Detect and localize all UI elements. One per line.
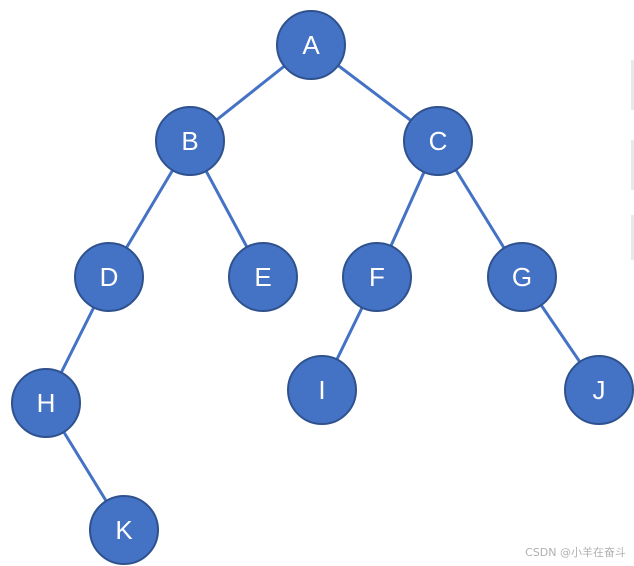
node-label: K xyxy=(115,515,133,545)
node-label: I xyxy=(318,375,325,405)
node-label: J xyxy=(593,375,606,405)
node-d: D xyxy=(74,242,144,312)
right-edge-artifact xyxy=(631,140,634,190)
node-c: C xyxy=(403,106,473,176)
right-edge-artifact xyxy=(631,215,634,260)
node-label: E xyxy=(254,262,271,292)
node-h: H xyxy=(11,368,81,438)
node-circle xyxy=(74,242,144,312)
node-b: B xyxy=(155,106,225,176)
node-label: D xyxy=(100,262,119,292)
node-j: J xyxy=(564,355,634,425)
node-k: K xyxy=(89,495,159,565)
node-f: F xyxy=(342,242,412,312)
node-e: E xyxy=(228,242,298,312)
node-circle xyxy=(287,355,357,425)
node-label: C xyxy=(429,126,448,156)
watermark: CSDN @小羊在奋斗 xyxy=(525,546,626,559)
node-circle xyxy=(228,242,298,312)
node-a: A xyxy=(276,10,346,80)
node-label: G xyxy=(512,262,532,292)
tree-nodes: A B C D E F G H I J K xyxy=(11,10,634,565)
node-label: H xyxy=(37,388,56,418)
node-circle xyxy=(276,10,346,80)
node-circle xyxy=(11,368,81,438)
node-g: G xyxy=(487,242,557,312)
node-circle xyxy=(403,106,473,176)
node-circle xyxy=(155,106,225,176)
node-label: B xyxy=(181,126,198,156)
node-circle xyxy=(564,355,634,425)
node-circle xyxy=(487,242,557,312)
right-edge-artifact xyxy=(631,60,634,110)
node-i: I xyxy=(287,355,357,425)
node-circle xyxy=(342,242,412,312)
node-circle xyxy=(89,495,159,565)
node-label: A xyxy=(302,30,320,60)
node-label: F xyxy=(369,262,385,292)
